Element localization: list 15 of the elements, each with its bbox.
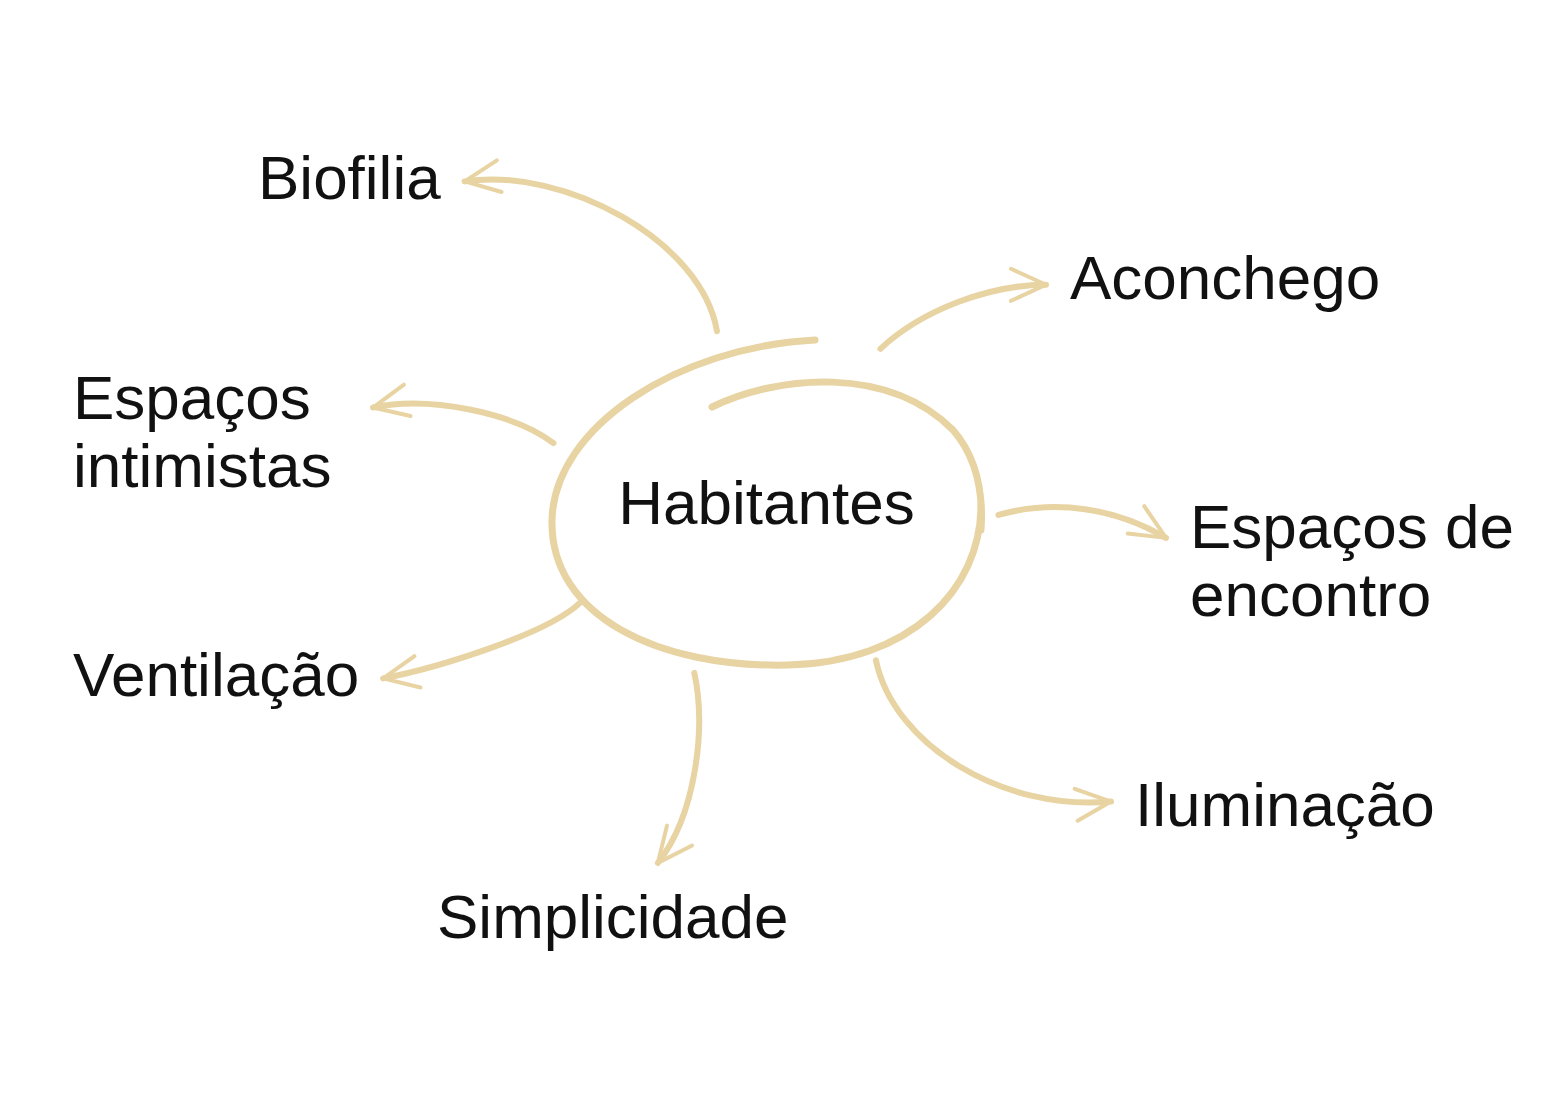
node-label: Aconchego [1058, 244, 1393, 312]
curved-arrow [461, 160, 720, 335]
curved-arrow [872, 657, 1114, 821]
node-label: Biofilia [246, 144, 453, 212]
curved-arrow [877, 268, 1049, 352]
curved-arrow [995, 504, 1169, 541]
node-label: Espaços intimistas [61, 364, 361, 500]
node-label: Iluminação [1123, 771, 1447, 839]
curved-arrow [654, 669, 702, 866]
node-label: Simplicidade [425, 883, 801, 951]
node-label: Ventilação [61, 641, 372, 709]
curved-arrow [370, 384, 557, 447]
curved-arrow [380, 599, 584, 689]
node-label: Habitantes [617, 468, 916, 537]
node-label: Espaços de encontro [1178, 493, 1538, 629]
